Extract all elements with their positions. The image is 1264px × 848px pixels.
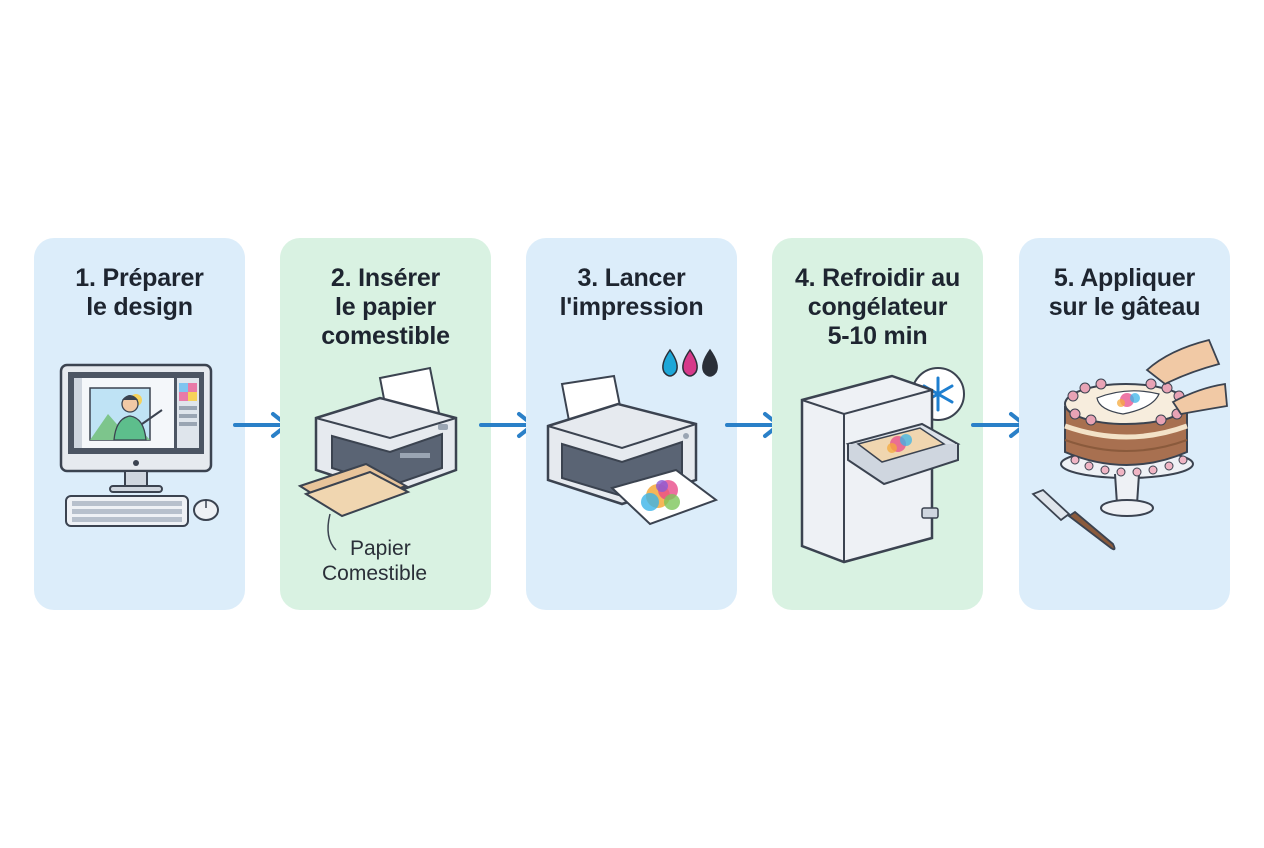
step-card-5: 5. Appliquer sur le gâteau xyxy=(1019,238,1230,610)
callout-papier: Papier xyxy=(350,537,411,560)
step-title-5: 5. Appliquer sur le gâteau xyxy=(1048,264,1201,321)
printer-paper-icon xyxy=(297,366,458,551)
step-title-3: 3. Lancer l'impression xyxy=(559,264,704,321)
step-title-4: 4. Refroidir au congélateur 5-10 min xyxy=(794,264,961,350)
step-card-4: 4. Refroidir au congélateur 5-10 min xyxy=(772,238,983,610)
step-card-1: 1. Préparer le design xyxy=(34,238,245,610)
step-title-1: 1. Préparer le design xyxy=(75,264,204,321)
freezer-icon xyxy=(800,367,965,564)
printer-printing-icon xyxy=(546,348,719,526)
step-title-2: 2. Insérer le papier comestible xyxy=(321,264,450,350)
step-card-2: 2. Insérer le papier comestible Papier C… xyxy=(280,238,491,610)
computer-design-icon xyxy=(59,363,219,527)
callout-comestible: Comestible xyxy=(322,562,428,585)
step-card-3: 3. Lancer l'impression xyxy=(526,238,737,610)
ink-drops-icon xyxy=(662,348,718,377)
cake-icon xyxy=(1031,338,1228,551)
